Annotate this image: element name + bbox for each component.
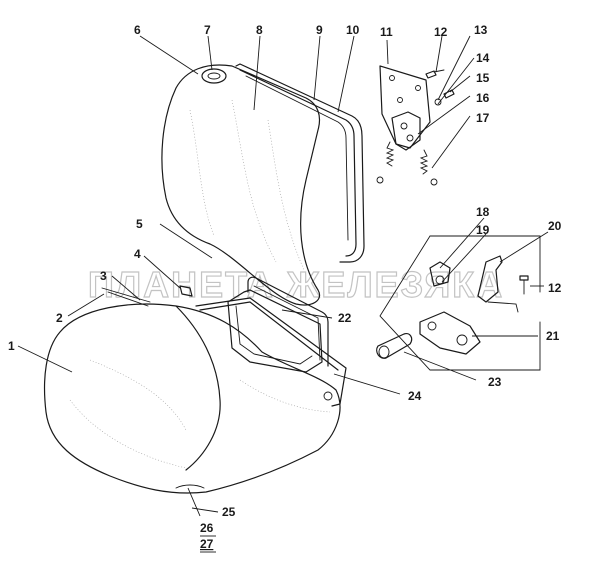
callout-14: 14 <box>476 51 490 65</box>
callout-7: 7 <box>204 23 211 37</box>
callout-20: 20 <box>548 219 562 233</box>
callout-3: 3 <box>100 269 107 283</box>
callout-4: 4 <box>134 247 141 261</box>
seat-cushion <box>43 303 341 494</box>
callout-26: 26 <box>200 521 214 535</box>
callout-2: 2 <box>56 311 63 325</box>
callout-6: 6 <box>134 23 141 37</box>
callout-5: 5 <box>136 217 143 231</box>
backrest-hinge-bracket <box>376 65 455 186</box>
callout-21: 21 <box>546 329 560 343</box>
callout-15: 15 <box>476 71 490 85</box>
backrest-board <box>235 63 365 263</box>
callout-17: 17 <box>476 111 490 125</box>
callout-labels: 6 7 8 9 10 11 12 13 14 15 16 17 5 4 3 2 … <box>8 23 562 553</box>
callout-22: 22 <box>338 311 352 325</box>
backrest-cushion <box>161 64 321 306</box>
callout-1: 1 <box>8 339 15 353</box>
callout-24: 24 <box>408 389 422 403</box>
callout-12-top: 12 <box>434 25 448 39</box>
callout-8: 8 <box>256 23 263 37</box>
callout-18: 18 <box>476 205 490 219</box>
callout-23: 23 <box>488 375 502 389</box>
callout-16: 16 <box>476 91 490 105</box>
callout-25: 25 <box>222 505 236 519</box>
seat-frame <box>101 276 347 407</box>
callout-9: 9 <box>316 23 323 37</box>
leader-lines <box>17 35 549 517</box>
callout-11: 11 <box>380 25 393 39</box>
callout-27: 27 <box>200 537 214 551</box>
callout-19: 19 <box>476 223 490 237</box>
callout-13: 13 <box>474 23 488 37</box>
callout-12-right: 12 <box>548 281 562 295</box>
callout-10: 10 <box>346 23 360 37</box>
